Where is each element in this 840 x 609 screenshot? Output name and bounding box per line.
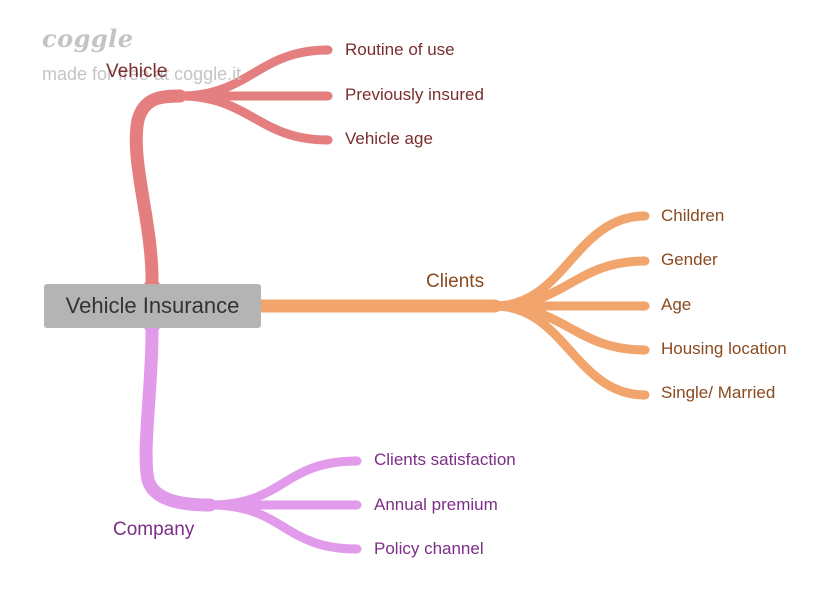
leaf-gender[interactable]: Gender [661, 250, 718, 269]
leaf-annual-premium[interactable]: Annual premium [374, 495, 498, 514]
leaf-connector [490, 301, 650, 400]
clients-connectors [255, 211, 650, 400]
leaf-connector [205, 456, 362, 510]
leaf-arrow [326, 135, 333, 145]
company-connectors [139, 325, 362, 554]
leaf-arrow [326, 91, 333, 101]
leaf-age[interactable]: Age [661, 295, 692, 314]
leaf-clients-satisfaction[interactable]: Clients satisfaction [374, 450, 516, 469]
leaf-children[interactable]: Children [661, 206, 725, 225]
root-bottom-arrow [144, 328, 160, 340]
branch-clients[interactable]: Clients [426, 271, 485, 292]
leaf-housing-location[interactable]: Housing location [661, 339, 787, 358]
root-node-label: Vehicle Insurance [65, 293, 240, 318]
coggle-logo: coggle [42, 24, 134, 53]
trunk-connector [139, 325, 217, 512]
root-top-arrow [144, 272, 160, 284]
leaf-arrow [326, 45, 333, 55]
vehicle-connectors [129, 45, 333, 287]
leaf-arrow [643, 256, 650, 266]
leaf-previously-insured[interactable]: Previously insured [345, 85, 484, 104]
leaf-arrow [355, 500, 362, 510]
leaf-routine-of-use[interactable]: Routine of use [345, 40, 455, 59]
leaf-arrow [643, 345, 650, 355]
leaf-arrow [355, 456, 362, 466]
leaf-connector [175, 91, 333, 145]
leaf-arrow [643, 211, 650, 221]
leaf-arrow [643, 301, 650, 311]
leaf-connector [205, 500, 362, 554]
root-node[interactable]: Vehicle Insurance [44, 284, 261, 328]
leaf-vehicle-age[interactable]: Vehicle age [345, 129, 433, 148]
leaf-policy-channel[interactable]: Policy channel [374, 539, 484, 558]
leaf-arrow [643, 390, 650, 400]
branch-company[interactable]: Company [113, 519, 195, 540]
branch-vehicle[interactable]: Vehicle [106, 61, 168, 82]
leaf-single-married[interactable]: Single/ Married [661, 383, 776, 402]
watermark-text: made for free at coggle.it [42, 64, 242, 84]
leaf-arrow [355, 544, 362, 554]
trunk-connector [129, 89, 187, 287]
